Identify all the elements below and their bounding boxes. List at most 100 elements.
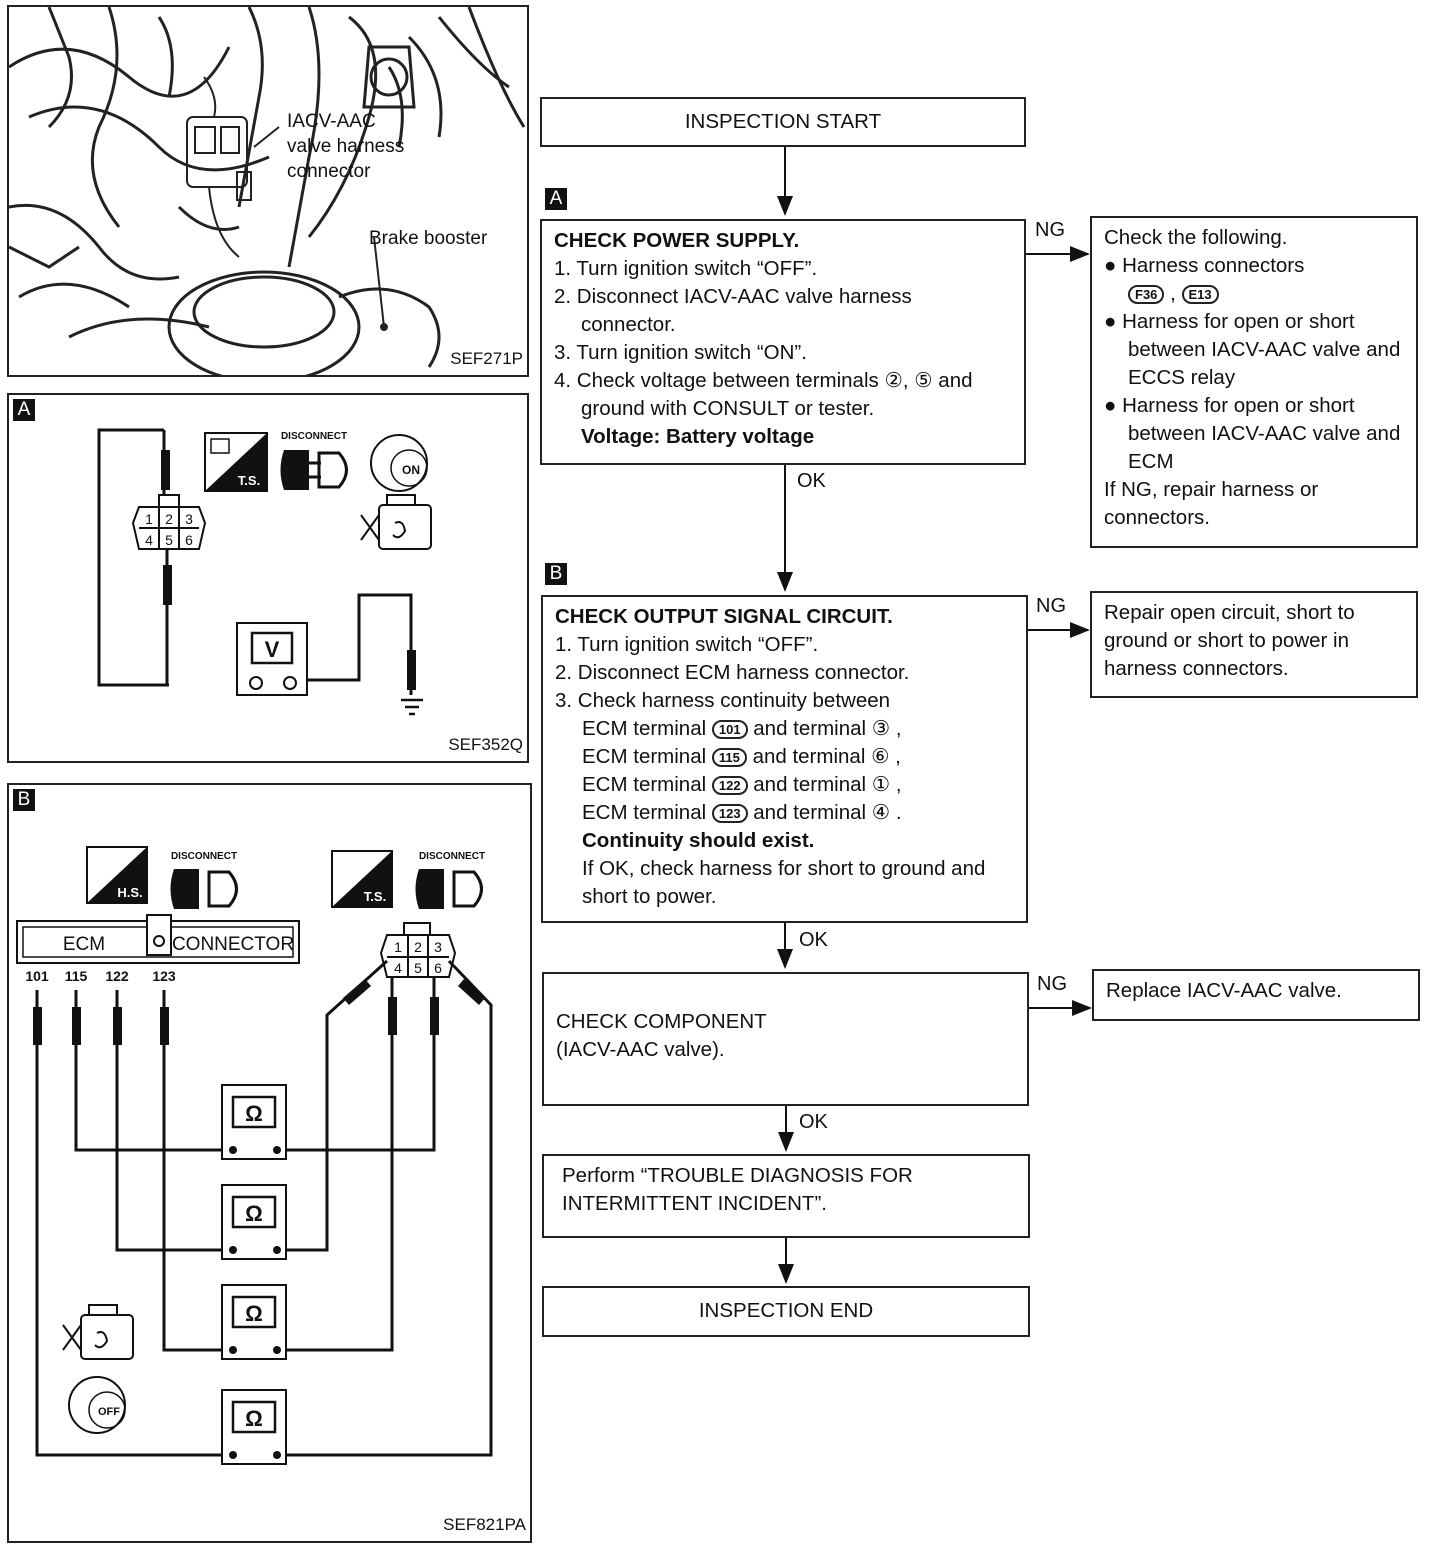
voltmeter (236, 622, 308, 696)
panel-a-disconnect-label: DISCONNECT (281, 431, 347, 442)
svg-text:T.S.: T.S. (364, 889, 386, 904)
panel-b-pin-3: 3 (434, 939, 442, 955)
disconnect-icon (280, 450, 309, 490)
circuit-panel-b: B H.S. DISCONNECT T.S. DISCONNECT ECM CO… (7, 783, 532, 1543)
perform-box: Perform “TROUBLE DIAGNOSIS FOR INTERMITT… (542, 1154, 1030, 1238)
panel-b-disconnect-right: DISCONNECT (419, 851, 485, 862)
ng-a-intro: Check the following. (1104, 226, 1288, 249)
photo-code: SEF271P (450, 349, 523, 368)
panel-b-pin-1: 1 (394, 939, 402, 955)
svg-text:T.S.: T.S. (238, 473, 260, 488)
ng-a-bullet-3: ● Harness for open or short between IACV… (1104, 394, 1401, 473)
panel-a-pin-4: 4 (145, 532, 153, 548)
step-a-title: CHECK POWER SUPPLY. (554, 229, 800, 252)
svg-text:Ω: Ω (245, 1301, 263, 1326)
panel-b-code: SEF821PA (443, 1515, 526, 1534)
step-c-ng: NG (1037, 973, 1067, 995)
circuit-panel-a: A 1 2 3 4 5 6 (7, 393, 529, 763)
ng-c-box: Replace IACV-AAC valve. (1092, 969, 1420, 1021)
step-c-ok: OK (799, 1111, 828, 1133)
voltmeter-label: V (265, 637, 280, 662)
perform-text: Perform “TROUBLE DIAGNOSIS FOR INTERMITT… (562, 1164, 913, 1215)
step-b-line-1: 1. Turn ignition switch “OFF”. (555, 633, 819, 656)
inspection-end-label: INSPECTION END (698, 1299, 874, 1322)
step-b-spec: Continuity should exist. (582, 829, 815, 852)
brake-booster-label: Brake booster (369, 228, 488, 249)
engine-off-icon (360, 494, 432, 550)
ecm-label: ECM (63, 934, 105, 955)
engine-off-icon-b (62, 1304, 134, 1360)
ohmmeter-3: Ω (221, 1284, 287, 1360)
svg-text:Ω: Ω (245, 1406, 263, 1431)
connector-label: CONNECTOR (172, 934, 294, 955)
inspection-end-box: INSPECTION END (542, 1286, 1030, 1337)
inspection-start-box: INSPECTION START (540, 97, 1026, 147)
step-b-line-2: 2. Disconnect ECM harness connector. (555, 661, 910, 684)
step-b-pairs: ECM terminal 101 and terminal ③ , ECM te… (555, 715, 1014, 911)
panel-a-pin-3: 3 (185, 511, 193, 527)
panel-a-pin-2: 2 (165, 511, 173, 527)
ohmmeter-4: Ω (221, 1389, 287, 1465)
ng-a-list: ● Harness connectors F36 , E13 ● Harness… (1104, 252, 1404, 476)
panel-a-pin-5: 5 (165, 532, 173, 548)
step-c-text: CHECK COMPONENT (IACV-AAC valve). (556, 1010, 767, 1061)
panel-a-code: SEF352Q (448, 735, 523, 754)
ng-b-text: Repair open circuit, short to ground or … (1104, 601, 1355, 680)
voltage-check-diagram: 1 2 3 4 5 6 V T.S. DISCONNECT ON (97, 428, 432, 716)
step-a-spec: Voltage: Battery voltage (581, 425, 815, 448)
step-a-ok: OK (797, 470, 826, 492)
step-b-pair-2: ECM terminal 115 and terminal ⑥ , (582, 745, 901, 768)
step-a-box: CHECK POWER SUPPLY. 1. Turn ignition swi… (540, 219, 1026, 465)
step-a-line-2: 2. Disconnect IACV-AAC valve harness con… (554, 285, 912, 336)
panel-b-pin-5: 5 (414, 960, 422, 976)
step-b-note: If OK, check harness for short to ground… (582, 857, 986, 908)
ng-b-box: Repair open circuit, short to ground or … (1090, 591, 1418, 698)
step-b-list: 1. Turn ignition switch “OFF”. 2. Discon… (555, 631, 1014, 715)
svg-text:ON: ON (402, 463, 420, 477)
svg-text:Ω: Ω (245, 1201, 263, 1226)
panel-a-pin-6: 6 (185, 532, 193, 548)
svg-text:H.S.: H.S. (117, 885, 142, 900)
step-c-box: CHECK COMPONENT (IACV-AAC valve). (542, 972, 1029, 1106)
ecm-terminal-123: 123 (152, 968, 176, 984)
panel-a-pin-1: 1 (145, 511, 153, 527)
step-a-ng: NG (1035, 219, 1065, 241)
panel-a-tag: A (13, 399, 35, 421)
connector-e13-badge: E13 (1181, 285, 1219, 305)
step-a-list: 1. Turn ignition switch “OFF”. 2. Discon… (554, 255, 1012, 423)
step-a-line-1: 1. Turn ignition switch “OFF”. (554, 257, 818, 280)
panel-b-pin-2: 2 (414, 939, 422, 955)
ecm-terminal-122: 122 (105, 968, 129, 984)
ng-a-box: Check the following. ● Harness connector… (1090, 216, 1418, 548)
step-b-pair-1: ECM terminal 101 and terminal ③ , (582, 717, 902, 740)
ng-a-outro: If NG, repair harness or connectors. (1104, 478, 1319, 529)
step-b-ng: NG (1036, 595, 1066, 617)
disconnect-icon-right (415, 869, 444, 909)
connector-f36-badge: F36 (1128, 285, 1165, 305)
ng-a-bullet-2: ● Harness for open or short between IACV… (1104, 310, 1401, 389)
svg-text:Ω: Ω (245, 1101, 263, 1126)
step-b-title: CHECK OUTPUT SIGNAL CIRCUIT. (555, 605, 893, 628)
step-a-line-4: 4. Check voltage between terminals ②, ⑤ … (554, 369, 973, 420)
ohmmeter-2: Ω (221, 1184, 287, 1260)
step-b-pair-4: ECM terminal 123 and terminal ④ . (582, 801, 902, 824)
disconnect-icon-left (170, 869, 199, 909)
ecm-terminal-115: 115 (65, 968, 88, 984)
continuity-check-diagram: H.S. DISCONNECT T.S. DISCONNECT ECM CONN… (16, 846, 493, 1465)
panel-b-tag: B (13, 789, 35, 811)
panel-b-pin-4: 4 (394, 960, 402, 976)
step-b-line-3: 3. Check harness continuity between (555, 689, 891, 712)
panel-b-pin-6: 6 (434, 960, 442, 976)
step-b-tag: B (545, 563, 567, 585)
step-a-line-3: 3. Turn ignition switch “ON”. (554, 341, 807, 364)
svg-text:OFF: OFF (98, 1406, 120, 1418)
inspection-start-label: INSPECTION START (684, 110, 882, 133)
step-b-box: CHECK OUTPUT SIGNAL CIRCUIT. 1. Turn ign… (541, 595, 1028, 923)
panel-b-disconnect-left: DISCONNECT (171, 851, 237, 862)
step-a-tag: A (545, 188, 567, 210)
step-b-ok: OK (799, 929, 828, 951)
ng-c-text: Replace IACV-AAC valve. (1106, 979, 1342, 1002)
